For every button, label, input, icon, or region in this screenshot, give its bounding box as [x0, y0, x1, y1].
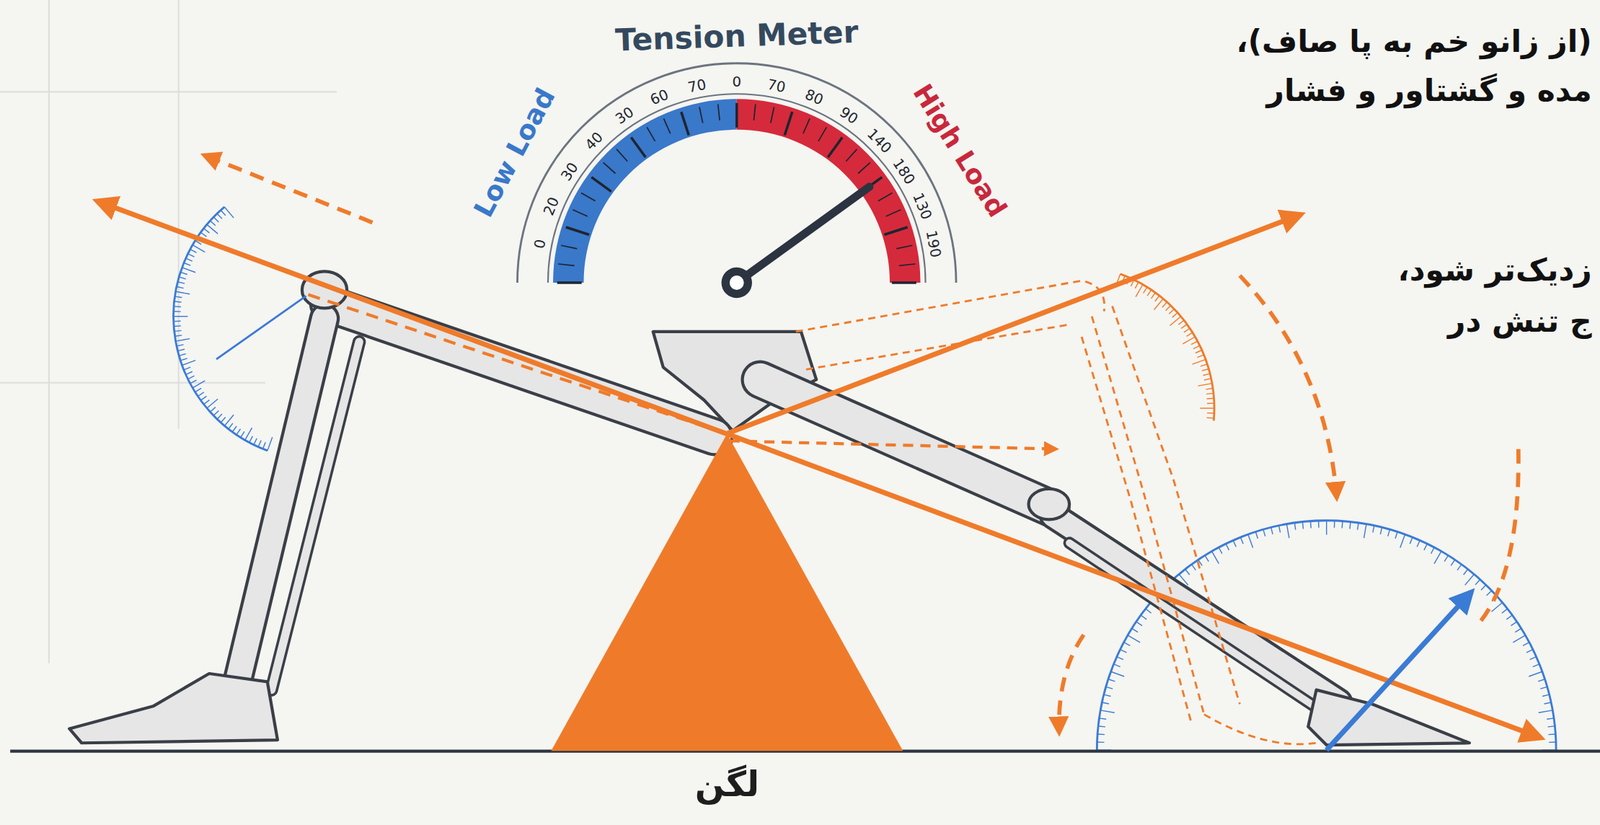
gauge-tick-label: 70 — [687, 75, 709, 96]
grid — [0, 0, 337, 664]
callout-note: ج تنش در — [1447, 304, 1593, 340]
pelvis-label: لگن — [550, 763, 903, 805]
gauge-tick-label: 0 — [731, 73, 742, 91]
gauge-tick-label: 0 — [530, 237, 549, 251]
gauge — [516, 63, 957, 283]
callout-note: زدیک‌تر شود، — [1398, 253, 1593, 289]
gauge-tick-label: 20 — [539, 194, 562, 218]
gauge-tick-label: 190 — [923, 229, 946, 259]
ghost-leg — [796, 280, 1317, 745]
triangle-shape — [550, 433, 903, 751]
gauge-title: Tension Meter — [614, 15, 859, 60]
gauge-tick-label: 140 — [863, 125, 895, 157]
fulcrum-triangle: لگن — [550, 433, 903, 822]
callout-note: (از زانو خم به پا صاف)، — [1236, 24, 1593, 60]
gauge-tick-label: 70 — [765, 75, 787, 96]
gauge-tick-label: 60 — [648, 85, 672, 109]
gauge-needle — [721, 186, 870, 298]
gauge-tick-label: 80 — [802, 85, 826, 109]
gauge-tick-label: 180 — [889, 155, 919, 188]
protractor — [173, 206, 1557, 750]
callout-note: مده و گشتاور و فشار — [1266, 73, 1593, 109]
